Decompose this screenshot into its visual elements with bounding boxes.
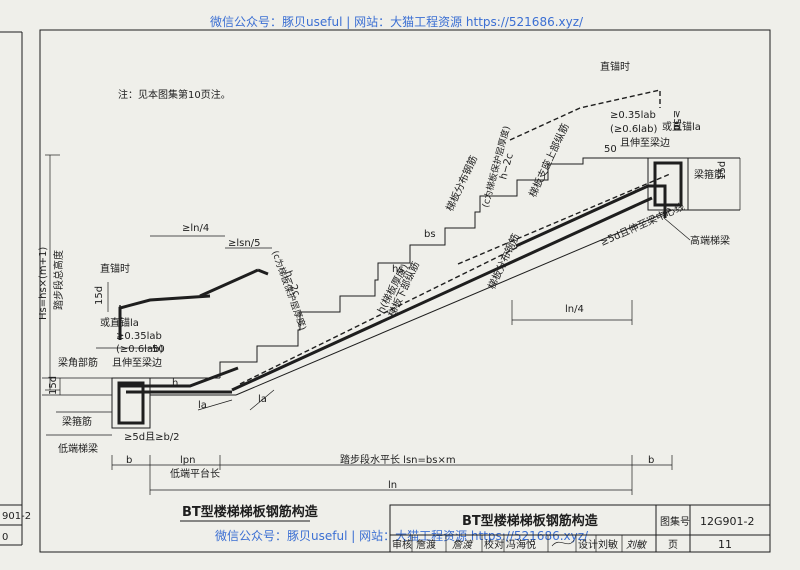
high-beam-stirrup [653,161,683,207]
title-block-review-label: 审核 [392,538,412,551]
watermark-top: 微信公众号：豚贝useful | 网站：大猫工程资源 https://52168… [210,14,584,29]
title-block-designer: 刘敏 [598,538,618,551]
title-block-reviewer-sig: 詹渡 [452,539,474,551]
label-or-straight-anchor-top: 或直锚la [662,120,701,133]
label-lpn: lpn [180,455,195,466]
title-block-design-label: 设计 [578,538,598,551]
label-height-formula: Hs=hs×(m+1) [38,247,49,320]
label-ln-over4-right: ln/4 [565,304,584,315]
left-page-atlas: 901-2 [2,511,31,522]
label-la-b: la [258,394,267,405]
label-extend-to-beam-left: 且伸至梁边 [112,356,162,369]
label-extend-to-beam-top: 且伸至梁边 [620,136,670,149]
low-bottom-bar-anchor [120,366,239,388]
slab-soffit [235,209,673,396]
label-tread-horiz-len: 踏步段水平长 lsn=bs×m [340,453,456,466]
title-block-checker: 冯海悦 [506,538,536,551]
label-height-name: 踏步段总高度 [52,250,65,310]
label-fifty-left: 50 [152,344,165,355]
label-ratio-top-alt: (≥0.6lab) [610,124,657,135]
label-hs: hs [392,264,404,275]
label-b-left: b [126,455,132,466]
label-low-beam: 低端梯梁 [58,442,98,455]
title-block-atlas-number: 12G901-2 [700,515,754,528]
label-straight-anchor-left: 直锚时 [100,262,130,275]
dist-bar-dash [239,245,521,385]
title-block-title: BT型楼梯梯板钢筋构造 [462,513,599,529]
label-lsn-over5: ≥lsn/5 [228,238,260,249]
label-ratio-top: ≥0.35lab [610,110,656,121]
checker-signature [551,539,575,547]
label-bs: bs [424,229,436,240]
low-beam-stirrup [117,381,145,425]
label-fifty-top: 50 [604,144,617,155]
label-b-right: b [648,455,654,466]
stair-steps [219,157,662,378]
title-block: BT型楼梯梯板钢筋构造 图集号 12G901-2 审核 詹渡 詹渡 校对 冯海悦… [389,504,771,553]
title-block-designer-sig: 刘敏 [626,539,648,551]
low-top-bar [199,268,269,298]
high-dist-dash [457,173,671,265]
label-straight-anchor-top: 直锚时 [600,60,630,73]
left-page-number: 0 [2,532,8,543]
label-beam-stirrup-right: 梁箍筋 [694,168,724,181]
label-15d-right: 15d [717,161,728,180]
note: 注：见本图集第10页注。 [118,88,231,101]
label-5d-b2: ≥5d且≥b/2 [124,431,180,443]
title-block-reviewer: 詹渡 [416,538,436,551]
high-beam-outline [647,157,689,211]
label-ratio-left-alt: (≥0.6lab) [116,344,163,355]
title-block-check-label: 校对 [484,538,504,551]
label-or-straight-anchor-left: 或直锚la [100,316,139,329]
label-h-small: h [172,378,178,389]
label-high-beam: 高端梯梁 [690,234,730,247]
high-top-bar [515,184,667,248]
title-block-page-label: 页 [668,539,678,551]
label-beam-corner-bar: 梁角部筋 [58,356,98,369]
label-ratio-left: ≥0.35lab [116,331,162,342]
title-block-atlas-label: 图集号 [660,515,690,528]
drawing-title: BT型楼梯梯板钢筋构造 [182,504,319,520]
bottom-long-bar [231,196,653,392]
label-la-a: la [198,400,207,411]
label-15d-left-b: 15d [48,376,59,395]
label-5d-top: ≥5d [671,110,682,131]
title-block-page-number: 11 [718,538,732,551]
label-15d-left-a: 15d [94,286,105,305]
label-ln-over4-left: ≥ln/4 [182,223,209,234]
label-beam-stirrup-left: 梁箍筋 [62,415,92,428]
label-ln: ln [388,480,397,491]
label-low-platform-len: 低端平台长 [170,467,220,480]
low-beam-outline [111,377,151,429]
